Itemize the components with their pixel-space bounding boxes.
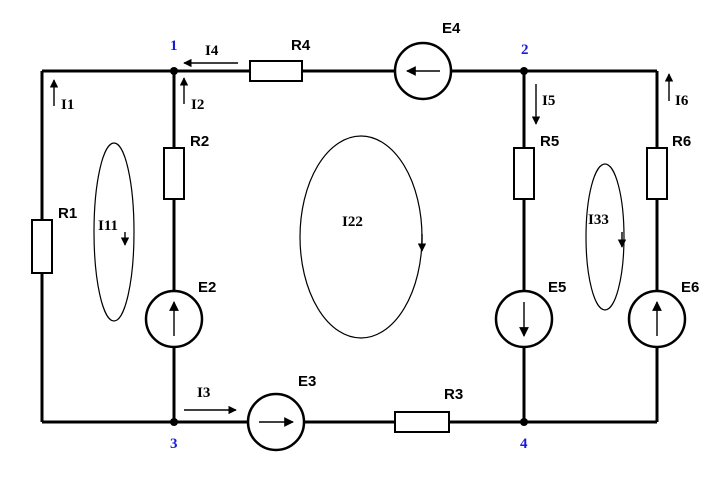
resistor-r6 [646,147,668,200]
source-label-e6: E6 [681,279,699,296]
source-e5 [494,289,554,349]
resistor-r2 [163,147,185,200]
loop-label-i33: I33 [588,212,609,228]
node-label-2: 2 [521,42,529,58]
resistor-label-r1: R1 [58,205,77,222]
node-dot-1 [170,67,178,75]
resistor-r5 [513,147,535,200]
resistor-r4 [249,60,303,82]
resistor-r3 [394,411,450,433]
source-label-e2: E2 [198,279,216,296]
current-label-i3: I3 [197,385,210,401]
node-dot-4 [520,418,528,426]
loop-current-i11 [93,142,135,322]
node-dot-2 [520,67,528,75]
source-label-e3: E3 [298,373,316,390]
current-label-i4: I4 [205,43,219,59]
current-label-i2: I2 [191,97,204,113]
loop-current-i22 [299,135,427,339]
resistor-r1 [31,219,53,274]
source-e2 [144,289,204,349]
resistor-label-r4: R4 [291,37,311,54]
node-label-1: 1 [170,38,178,54]
source-label-e5: E5 [548,279,566,296]
loop-label-i11: I11 [98,218,118,234]
source-label-e4: E4 [442,20,461,37]
current-label-i5: I5 [542,93,555,109]
node-label-3: 3 [170,436,178,452]
loop-label-i22: I22 [342,214,363,230]
resistor-label-r6: R6 [672,133,691,150]
loop-current-i33 [585,163,627,311]
resistor-label-r2: R2 [190,133,209,150]
resistor-label-r5: R5 [540,133,559,150]
current-label-i6: I6 [675,93,689,109]
node-dot-3 [170,418,178,426]
node-label-4: 4 [520,436,528,452]
current-label-i1: I1 [61,97,74,113]
source-e3 [246,392,306,452]
resistor-label-r3: R3 [444,386,463,403]
source-e6 [627,289,687,349]
source-e4 [393,41,453,101]
